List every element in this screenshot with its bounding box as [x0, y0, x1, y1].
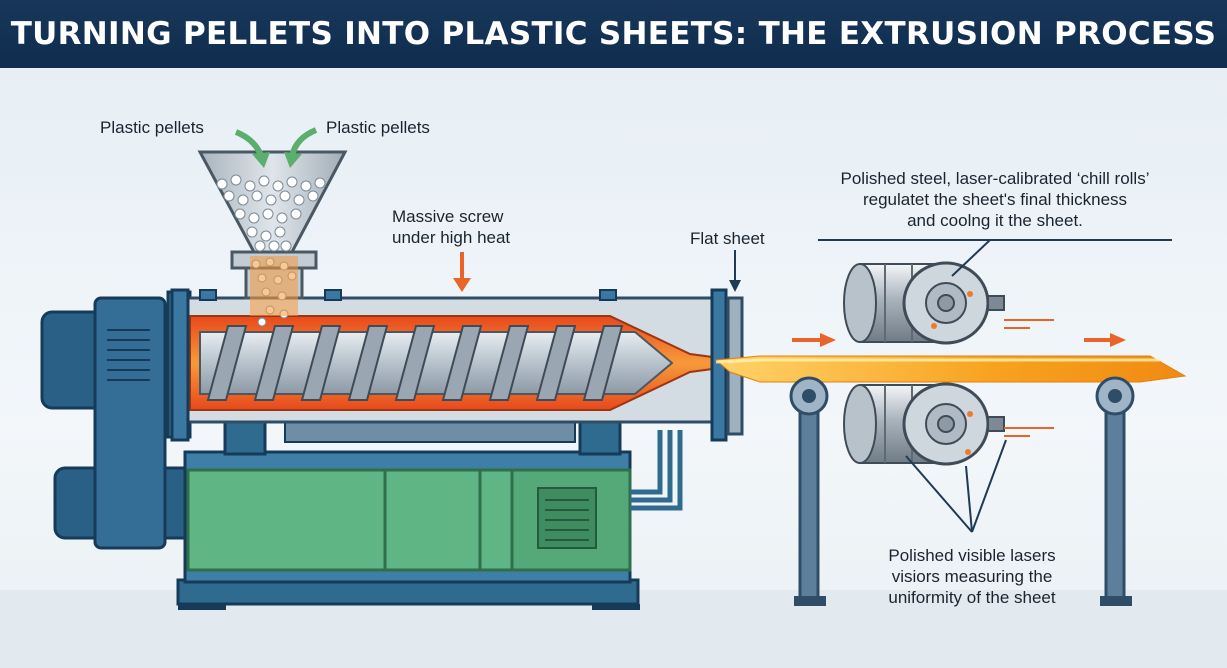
chill-roll-label: Polished steel, laser-calibrated ‘chill …	[790, 168, 1200, 231]
laser-label-line-1: Polished visible lasers	[888, 546, 1056, 565]
flat-sheet-label: Flat sheet	[690, 229, 765, 248]
roll-stand-right	[1095, 376, 1135, 606]
chill-roll-callout-lines	[818, 239, 1172, 277]
plastic-sheet	[714, 355, 1187, 383]
page-title: TURNING PELLETS INTO PLASTIC SHEETS: THE…	[10, 16, 1217, 52]
heat-arrow	[453, 252, 471, 292]
screw-label-line-2: under high heat	[392, 228, 511, 247]
laser-label-line-2: visiors measuring the	[891, 567, 1053, 586]
hopper	[197, 150, 348, 327]
screw-label-line-1: Massive screw	[392, 207, 504, 226]
extrusion-diagram	[0, 127, 1227, 668]
laser-callout-lines	[905, 439, 1007, 533]
title-banner: TURNING PELLETS INTO PLASTIC SHEETS: THE…	[0, 0, 1227, 68]
pellet-arrow-right	[284, 127, 318, 168]
chill-roll-top	[843, 261, 1005, 345]
chill-roll-bottom	[843, 382, 1005, 466]
pellets-label-right: Plastic pellets	[326, 118, 430, 137]
chill-roll-label-line-3: and coolng it the sheet.	[907, 211, 1083, 230]
extruder-barrel	[170, 288, 744, 442]
laser-label-line-3: uniformity of the sheet	[888, 588, 1056, 607]
flat-sheet-arrow	[729, 250, 741, 292]
screw-label: Massive screw under high heat	[392, 206, 532, 248]
laser-beams	[1004, 319, 1054, 437]
laser-label: Polished visible lasers visiors measurin…	[862, 545, 1082, 608]
chill-roll-label-line-2: regulatet the sheet's final thickness	[862, 190, 1128, 209]
roll-stand-left	[789, 376, 829, 606]
chill-roll-label-line-1: Polished steel, laser-calibrated ‘chill …	[840, 169, 1150, 188]
pellet-arrow-left	[234, 129, 270, 168]
flow-arrow-out	[1084, 333, 1126, 347]
pellets-label-left: Plastic pellets	[100, 118, 204, 137]
flow-arrow-in	[792, 333, 836, 347]
machine-base	[176, 418, 683, 610]
